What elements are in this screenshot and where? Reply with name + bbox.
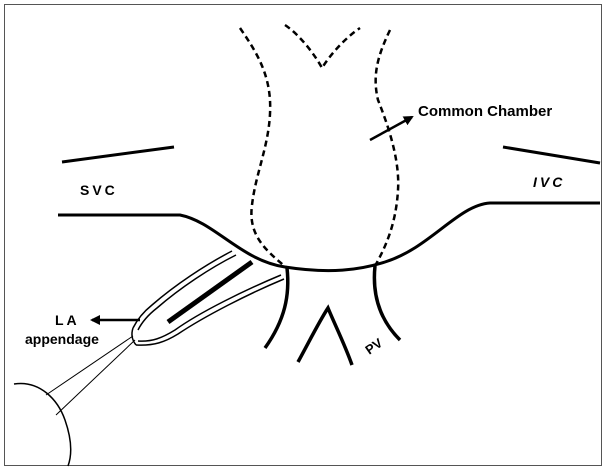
pv-right-vessel [374, 266, 400, 340]
appendage-label: appendage [25, 332, 99, 346]
catheter-line [168, 262, 252, 322]
atrium-floor-curve [58, 203, 600, 271]
probe-line-lower [56, 340, 135, 415]
probe-circle-arc [14, 383, 71, 466]
common-chamber-label: Common Chamber [418, 104, 552, 119]
ivc-label: IVC [533, 175, 565, 189]
common-chamber-top-dashed [285, 25, 360, 68]
pv-middle-vessel [298, 308, 352, 365]
common-chamber-left-dashed [240, 28, 287, 268]
la-appendage-outer-upper-2 [138, 255, 236, 330]
la-appendage-outer-lower [138, 275, 281, 341]
svc-top-line [62, 147, 174, 162]
svc-label: SVC [80, 183, 118, 197]
ivc-top-line [503, 147, 600, 163]
la-label: LA [55, 313, 80, 327]
common-chamber-right-dashed [375, 30, 398, 266]
la-appendage-outer-lower-2 [136, 279, 284, 345]
